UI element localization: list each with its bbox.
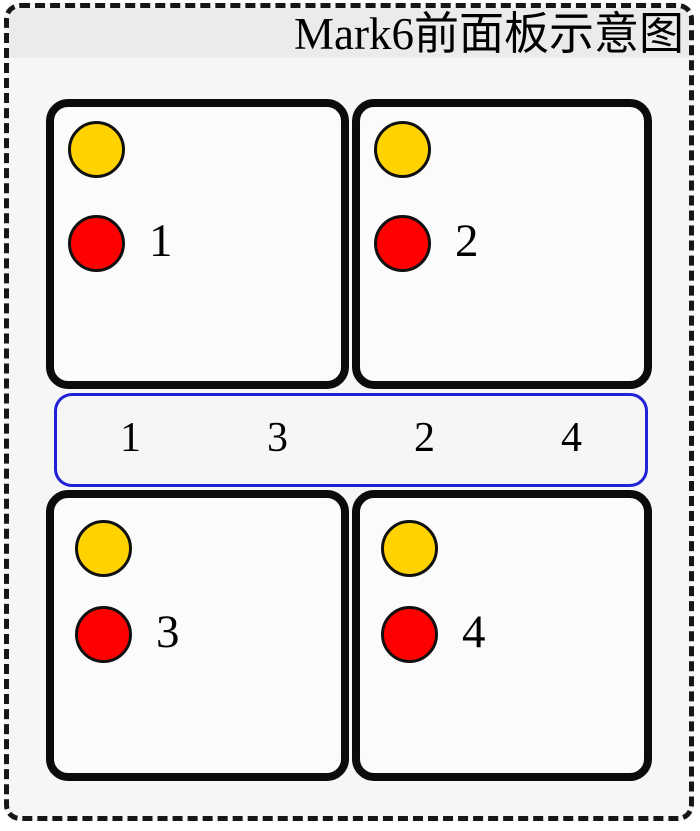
red-lamp-icon (68, 215, 125, 272)
red-lamp-row: 3 (75, 606, 180, 663)
port-number-label: 1 (120, 415, 141, 461)
yellow-lamp-icon (68, 121, 125, 178)
red-lamp-icon (75, 606, 132, 663)
red-lamp-icon (381, 606, 438, 663)
module-panel-1: 1 (46, 99, 349, 389)
port-number-label: 3 (267, 415, 288, 461)
diagram-title: Mark6前面板示意图 (294, 9, 684, 59)
yellow-lamp-icon (75, 520, 132, 577)
outer-dashed-border: Mark6前面板示意图 1 2 1 3 2 4 3 (4, 3, 694, 821)
module-number-label: 1 (149, 215, 173, 267)
yellow-lamp-icon (374, 121, 431, 178)
module-number-label: 3 (156, 606, 180, 658)
red-lamp-icon (374, 215, 431, 272)
red-lamp-row: 4 (381, 606, 486, 663)
port-bar: 1 3 2 4 (54, 393, 648, 487)
module-panel-3: 3 (46, 490, 349, 781)
module-panel-4: 4 (352, 490, 652, 781)
red-lamp-row: 2 (374, 215, 479, 272)
red-lamp-row: 1 (68, 215, 173, 272)
port-number-label: 4 (561, 415, 582, 461)
title-band: Mark6前面板示意图 (9, 8, 689, 59)
port-number-label: 2 (414, 415, 435, 461)
module-panel-2: 2 (352, 99, 652, 389)
module-number-label: 4 (462, 606, 486, 658)
yellow-lamp-icon (381, 520, 438, 577)
module-number-label: 2 (455, 215, 479, 267)
